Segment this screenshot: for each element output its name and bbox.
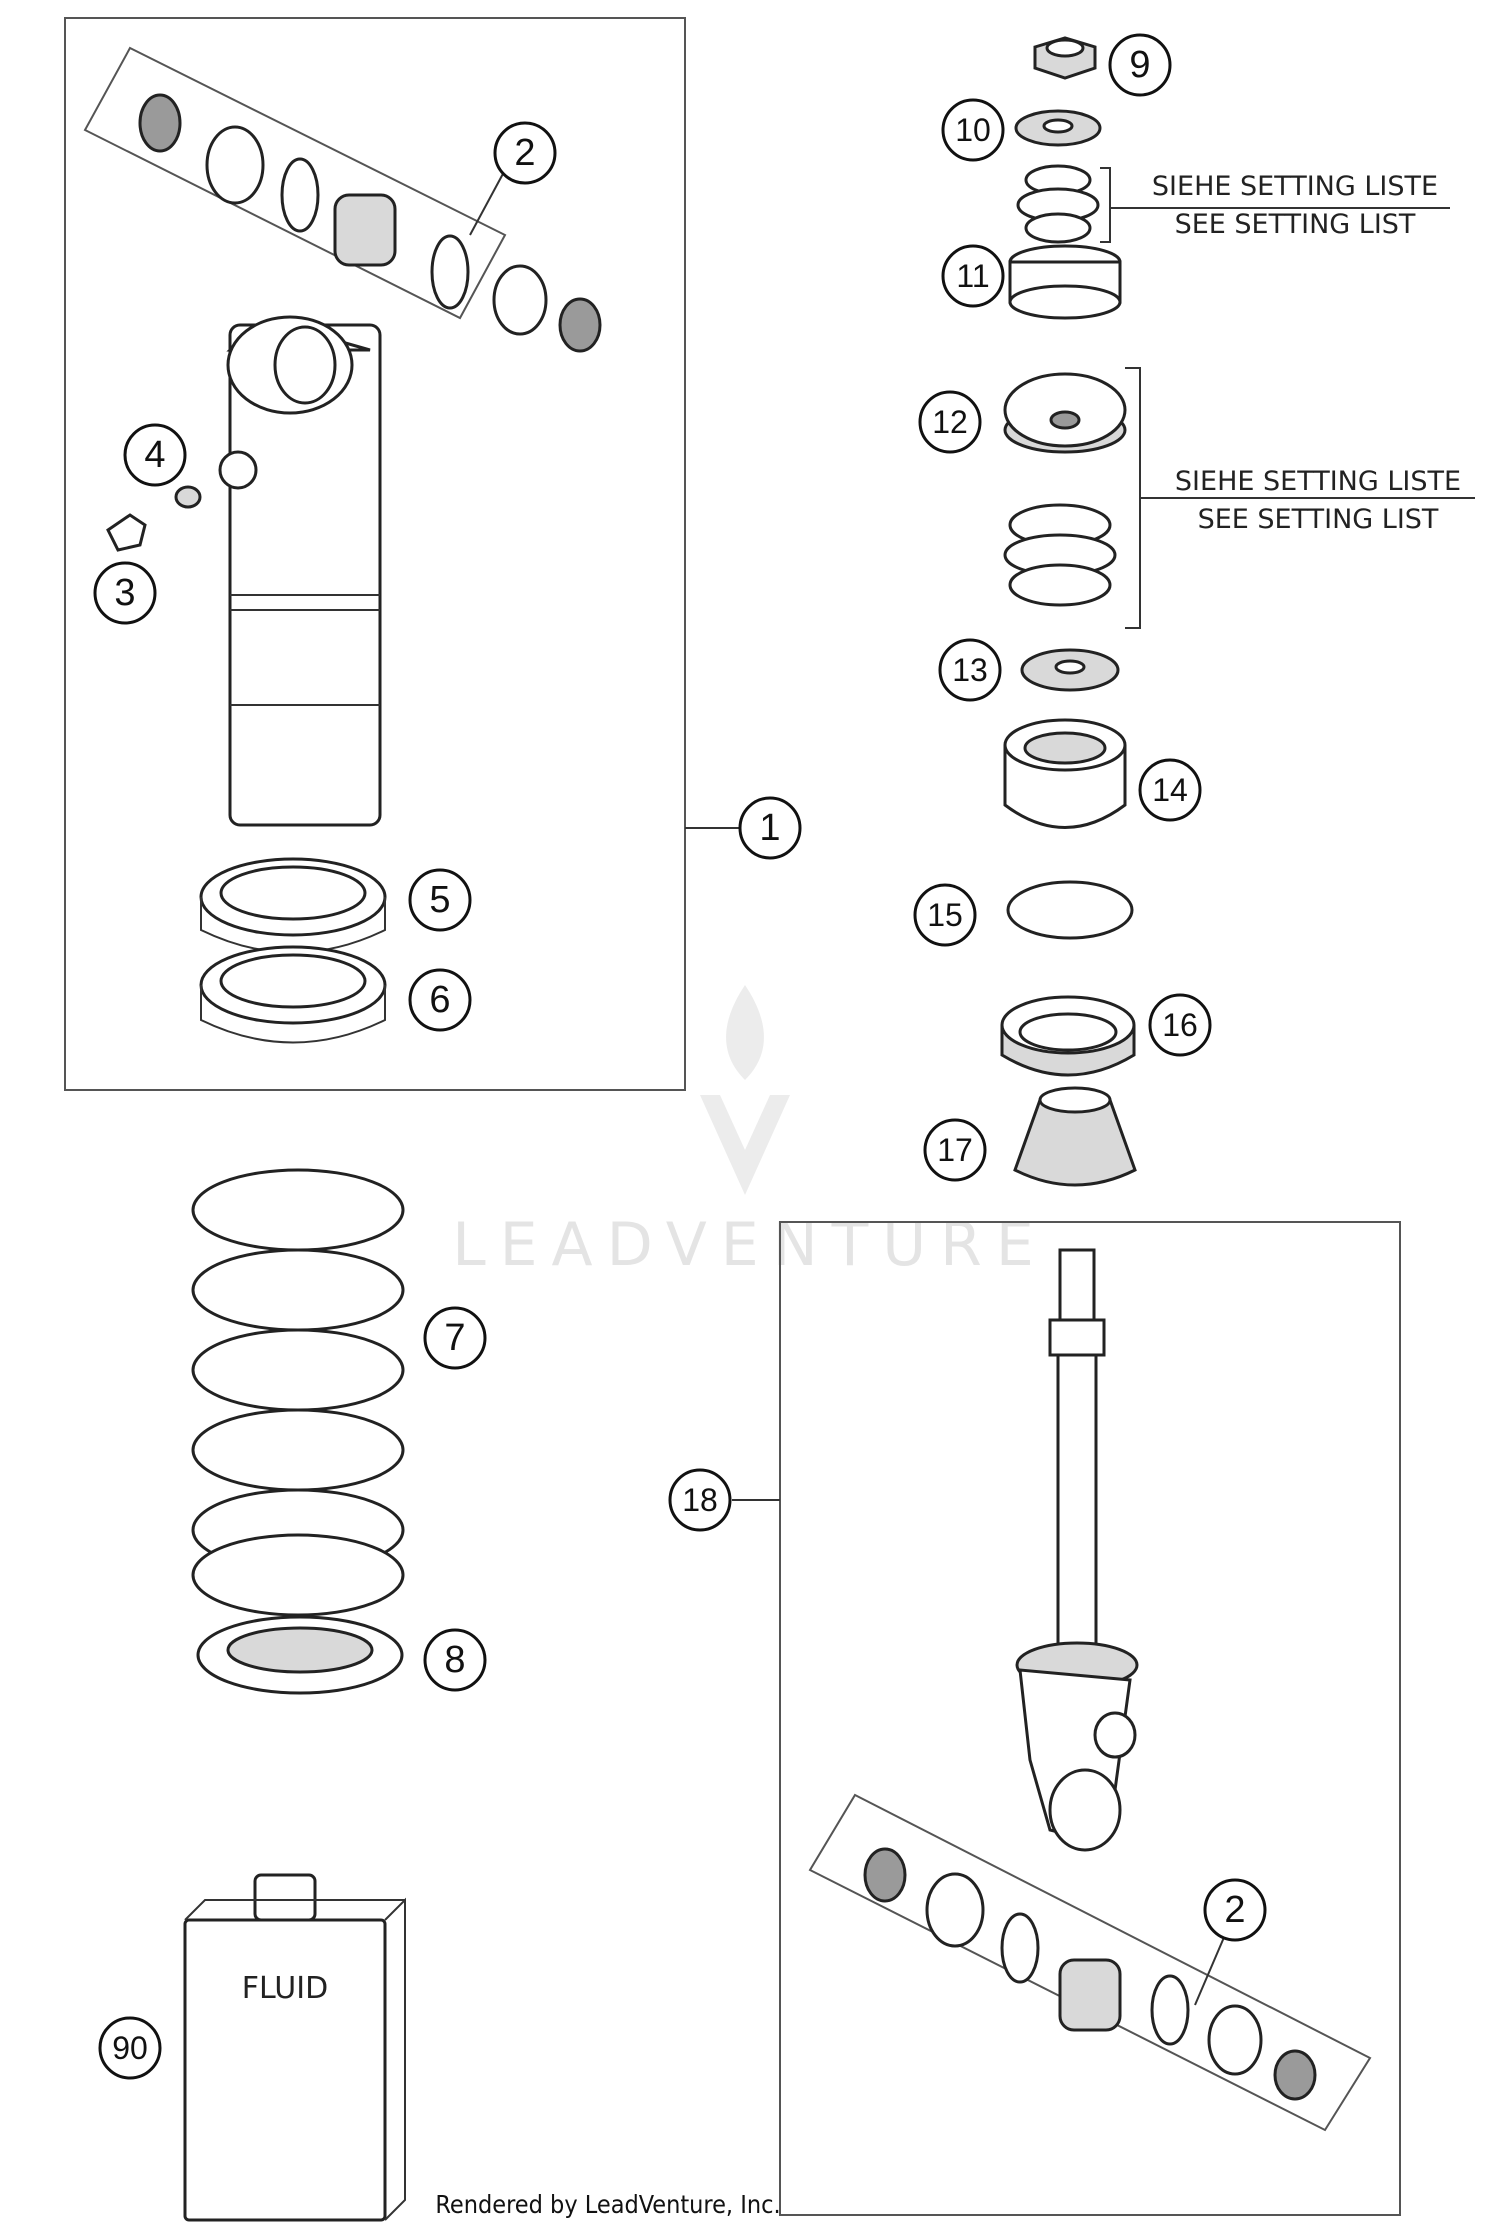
part-4-washer [174,485,202,509]
callout-90: 90 [98,2016,162,2080]
callout-15-label: 15 [927,897,963,933]
callout-16-label: 16 [1162,1007,1198,1043]
setting-note-top-en: SEE SETTING LIST [1175,209,1416,240]
watermark-text: LEADVENTURE [452,1210,1048,1280]
part-18-piston-rod [1015,1248,1139,1852]
part-16-housing [1000,995,1136,1077]
seal-kit-top [83,46,602,353]
callout-9: 9 [1108,33,1172,97]
callout-90-label: 90 [112,2030,148,2066]
callout-6: 6 [408,968,472,1032]
fluid-label: FLUID [242,1971,328,2006]
callout-3-label: 3 [114,572,135,614]
callout-18-label: 18 [682,1482,718,1518]
callout-1-label: 1 [759,807,780,849]
part-5-nut [199,857,387,954]
callout-2-bottom-label: 2 [1224,1889,1245,1931]
shim-stack-middle [1003,367,1475,629]
setting-note-top-de: SIEHE SETTING LISTE [1152,171,1438,202]
seal-kit-bottom [808,1793,1372,2132]
part-6-nut [199,945,387,1044]
assembly-frame-1 [64,17,686,1091]
callout-2-top-label: 2 [514,132,535,174]
callout-4-label: 4 [144,434,165,476]
callout-14: 14 [1138,758,1202,822]
callout-12-label: 12 [932,404,968,440]
callout-15: 15 [913,883,977,947]
callout-17-label: 17 [937,1132,973,1168]
callout-12: 12 [918,390,982,454]
shock-body [218,315,382,827]
callout-18: 18 [668,1468,732,1532]
shim-stack-top [1016,164,1450,244]
part-8-retainer [196,1615,404,1695]
callout-11: 11 [941,244,1005,308]
callout-16: 16 [1148,993,1212,1057]
callout-6-label: 6 [429,979,450,1021]
footer-credit: Rendered by LeadVenture, Inc. [435,2190,780,2219]
callout-2-top: 2 [493,121,557,185]
callout-10-label: 10 [955,112,991,148]
callout-3: 3 [93,561,157,625]
seal-kit-bottom-parts [863,1847,1317,2101]
callout-7-label: 7 [444,1317,465,1359]
part-14-seal-head [1003,718,1127,829]
part-3-bolt [106,513,147,552]
setting-note-middle-de: SIEHE SETTING LISTE [1175,466,1461,497]
callout-4: 4 [123,423,187,487]
part-15-circlip [1006,880,1134,940]
part-90-fluid-bottle: FLUID [183,1873,406,2222]
part-17-bump-rubber [1013,1086,1137,1187]
callout-13: 13 [938,638,1002,702]
assembly-frame-18 [779,1221,1401,2216]
callout-5: 5 [408,868,472,932]
part-7-spring [191,1168,405,1617]
callout-17: 17 [923,1118,987,1182]
part-13-washer [1020,648,1120,692]
callout-11-label: 11 [956,258,989,294]
callout-14-label: 14 [1152,772,1188,808]
part-9-nut [1033,36,1097,80]
seal-kit-top-parts [138,93,602,353]
callout-7: 7 [423,1306,487,1370]
part-10-washer [1014,109,1102,147]
part-11-ring [1008,244,1122,320]
part-12-piston [1003,372,1127,454]
callout-8-label: 8 [444,1639,465,1681]
callout-2-bottom: 2 [1203,1878,1267,1942]
callout-1: 1 [738,796,802,860]
callout-9-label: 9 [1129,44,1150,86]
callout-10: 10 [941,98,1005,162]
callout-8: 8 [423,1628,487,1692]
callout-13-label: 13 [952,652,988,688]
callout-5-label: 5 [429,879,450,921]
setting-note-middle-en: SEE SETTING LIST [1198,504,1439,535]
